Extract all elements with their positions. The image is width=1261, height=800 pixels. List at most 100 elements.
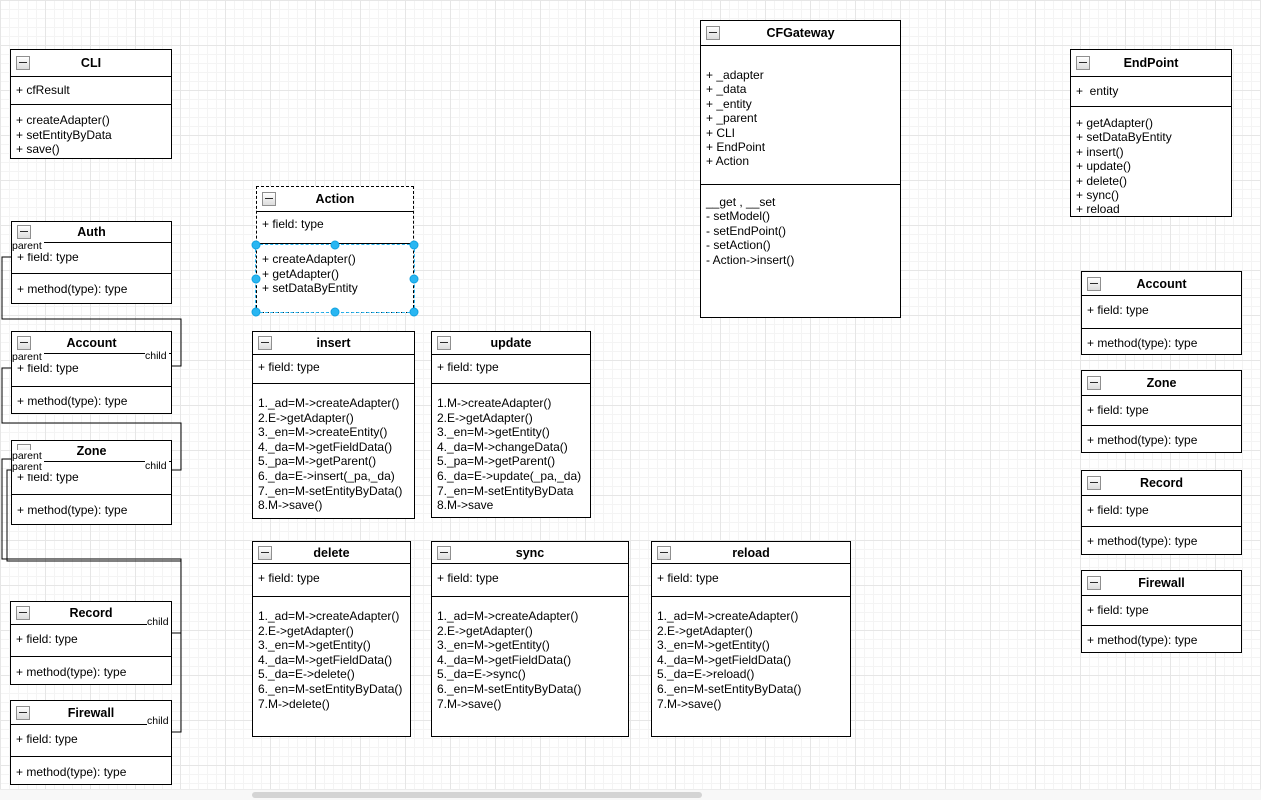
methods-section[interactable]: 1.M->createAdapter()2.E->getAdapter()3._… — [432, 383, 590, 517]
fields-section[interactable]: + field: type — [12, 242, 171, 273]
class-title-bar[interactable]: Zone — [1082, 371, 1241, 395]
methods-section[interactable]: 1._ad=M->createAdapter()2.E->getAdapter(… — [432, 596, 628, 736]
selection-handle-nw[interactable] — [251, 240, 261, 250]
class-box-account-right[interactable]: Account + field: type + method(type): ty… — [1081, 271, 1242, 355]
fields-section[interactable]: + field: type — [432, 354, 590, 383]
selection-handle-w[interactable] — [251, 274, 261, 283]
class-box-reload[interactable]: reload + field: type 1._ad=M->createAdap… — [651, 541, 851, 737]
connector-zone-child-to-account-parent[interactable] — [1, 367, 182, 471]
class-title-bar[interactable]: CLI — [11, 50, 171, 76]
class-title-bar[interactable]: EndPoint — [1071, 50, 1231, 76]
class-box-update[interactable]: update + field: type 1.M->createAdapter(… — [431, 331, 591, 518]
selection-handle-n[interactable] — [330, 240, 340, 250]
class-box-zone-right[interactable]: Zone + field: type + method(type): type — [1081, 370, 1242, 453]
fields-section[interactable]: + field: type — [253, 563, 410, 596]
methods-section[interactable]: __get , __set- setModel()- setEndPoint()… — [701, 184, 900, 317]
edge-label-child[interactable]: child — [145, 350, 169, 363]
fields-section[interactable]: + field: type — [652, 563, 850, 596]
collapse-icon[interactable] — [437, 545, 451, 560]
class-box-cli[interactable]: CLI + cfResult + createAdapter()+ setEnt… — [10, 49, 172, 159]
collapse-icon[interactable] — [258, 545, 272, 560]
class-box-record-right[interactable]: Record + field: type + method(type): typ… — [1081, 470, 1242, 555]
edge-label-parent[interactable]: parent — [12, 240, 44, 253]
collapse-icon[interactable] — [657, 545, 671, 560]
edge-label-parent[interactable]: parent — [12, 461, 44, 474]
methods-section[interactable]: 1._ad=M->createAdapter()2.E->getAdapter(… — [253, 383, 414, 518]
fields-section[interactable]: + field: type — [11, 624, 171, 656]
methods-section[interactable]: + method(type): type — [11, 656, 171, 684]
fields-section[interactable]: + field: type — [1082, 395, 1241, 425]
collapse-icon[interactable] — [16, 56, 30, 70]
collapse-icon[interactable] — [17, 335, 31, 350]
fields-section[interactable]: + field: type — [12, 353, 171, 386]
methods-section[interactable]: + method(type): type — [1082, 526, 1241, 554]
class-title-bar[interactable]: Auth — [12, 222, 171, 242]
class-title-bar[interactable]: update — [432, 332, 590, 354]
fields-section[interactable]: + field: type — [253, 354, 414, 383]
collapse-icon[interactable] — [1087, 476, 1101, 490]
methods-section[interactable]: 1._ad=M->createAdapter()2.E->getAdapter(… — [253, 596, 410, 736]
fields-section[interactable]: + field: type — [11, 724, 171, 756]
class-title-bar[interactable]: Account — [1082, 272, 1241, 295]
fields-section[interactable]: + field: type — [1082, 295, 1241, 328]
connector-account-child-to-auth-parent[interactable] — [1, 256, 182, 367]
collapse-icon[interactable] — [1087, 276, 1101, 291]
class-title-bar[interactable]: Firewall — [11, 701, 171, 724]
horizontal-scrollbar-thumb[interactable] — [252, 792, 702, 798]
collapse-icon[interactable] — [1076, 56, 1090, 70]
methods-section[interactable]: + method(type): type — [12, 494, 171, 524]
collapse-icon[interactable] — [1087, 576, 1101, 590]
collapse-icon[interactable] — [437, 336, 451, 350]
class-title-bar[interactable]: Record — [1082, 471, 1241, 495]
methods-section[interactable]: + method(type): type — [12, 273, 171, 303]
class-title-bar[interactable]: Firewall — [1082, 571, 1241, 595]
collapse-icon[interactable] — [17, 225, 31, 239]
connector-record-child-to-zone-parent[interactable] — [1, 458, 182, 634]
class-box-delete[interactable]: delete + field: type 1._ad=M->createAdap… — [252, 541, 411, 737]
collapse-icon[interactable] — [16, 705, 30, 720]
connector-firewall-child-to-zone-parent[interactable] — [6, 469, 182, 733]
methods-section[interactable]: + method(type): type — [1082, 425, 1241, 452]
fields-section[interactable]: + entity — [1071, 76, 1231, 106]
class-box-auth[interactable]: Auth + field: type + method(type): type — [11, 221, 172, 304]
class-title-bar[interactable]: Record — [11, 602, 171, 624]
fields-section[interactable]: + field: type — [1082, 595, 1241, 625]
selection-handle-e[interactable] — [409, 274, 419, 283]
collapse-icon[interactable] — [1087, 376, 1101, 390]
class-box-record-left[interactable]: Record + field: type + method(type): typ… — [10, 601, 172, 685]
horizontal-scrollbar-track[interactable] — [0, 789, 1261, 800]
class-box-cfgateway[interactable]: CFGateway + _adapter+ _data+ _entity+ _p… — [700, 20, 901, 318]
selection-handle-ne[interactable] — [409, 240, 419, 250]
collapse-icon[interactable] — [262, 192, 276, 206]
class-title-bar[interactable]: delete — [253, 542, 410, 563]
edge-label-child[interactable]: child — [147, 616, 171, 629]
methods-section[interactable]: + getAdapter()+ setDataByEntity+ insert(… — [1071, 106, 1231, 217]
selection-handle-se[interactable] — [409, 307, 419, 317]
class-title-bar[interactable]: Action — [257, 187, 413, 211]
class-box-endpoint[interactable]: EndPoint + entity + getAdapter()+ setDat… — [1070, 49, 1232, 217]
edge-label-child[interactable]: child — [145, 460, 169, 473]
fields-section[interactable]: + cfResult — [11, 76, 171, 104]
edge-label-parent[interactable]: parent — [12, 351, 44, 364]
methods-section[interactable]: + method(type): type — [1082, 328, 1241, 354]
methods-section[interactable]: 1._ad=M->createAdapter()2.E->getAdapter(… — [652, 596, 850, 736]
class-title-bar[interactable]: sync — [432, 542, 628, 563]
methods-section[interactable]: + method(type): type — [11, 756, 171, 784]
collapse-icon[interactable] — [706, 26, 720, 40]
class-title-bar[interactable]: reload — [652, 542, 850, 563]
class-title-bar[interactable]: CFGateway — [701, 21, 900, 45]
methods-section[interactable]: + method(type): type — [1082, 625, 1241, 652]
selection-handle-sw[interactable] — [251, 307, 261, 317]
collapse-icon[interactable] — [16, 606, 30, 620]
selection-handle-s[interactable] — [330, 307, 340, 317]
fields-section[interactable]: + field: type — [1082, 495, 1241, 526]
methods-section[interactable]: + method(type): type — [12, 386, 171, 413]
edge-label-parent[interactable]: parent — [12, 450, 44, 463]
class-box-account-left[interactable]: Account + field: type + method(type): ty… — [11, 331, 172, 414]
class-box-firewall-left[interactable]: Firewall + field: type + method(type): t… — [10, 700, 172, 785]
methods-section[interactable]: + createAdapter()+ setEntityByData+ save… — [11, 104, 171, 158]
edge-label-child[interactable]: child — [147, 715, 171, 728]
fields-section[interactable]: + field: type — [432, 563, 628, 596]
fields-section[interactable]: + _adapter+ _data+ _entity+ _parent+ CLI… — [701, 45, 900, 184]
